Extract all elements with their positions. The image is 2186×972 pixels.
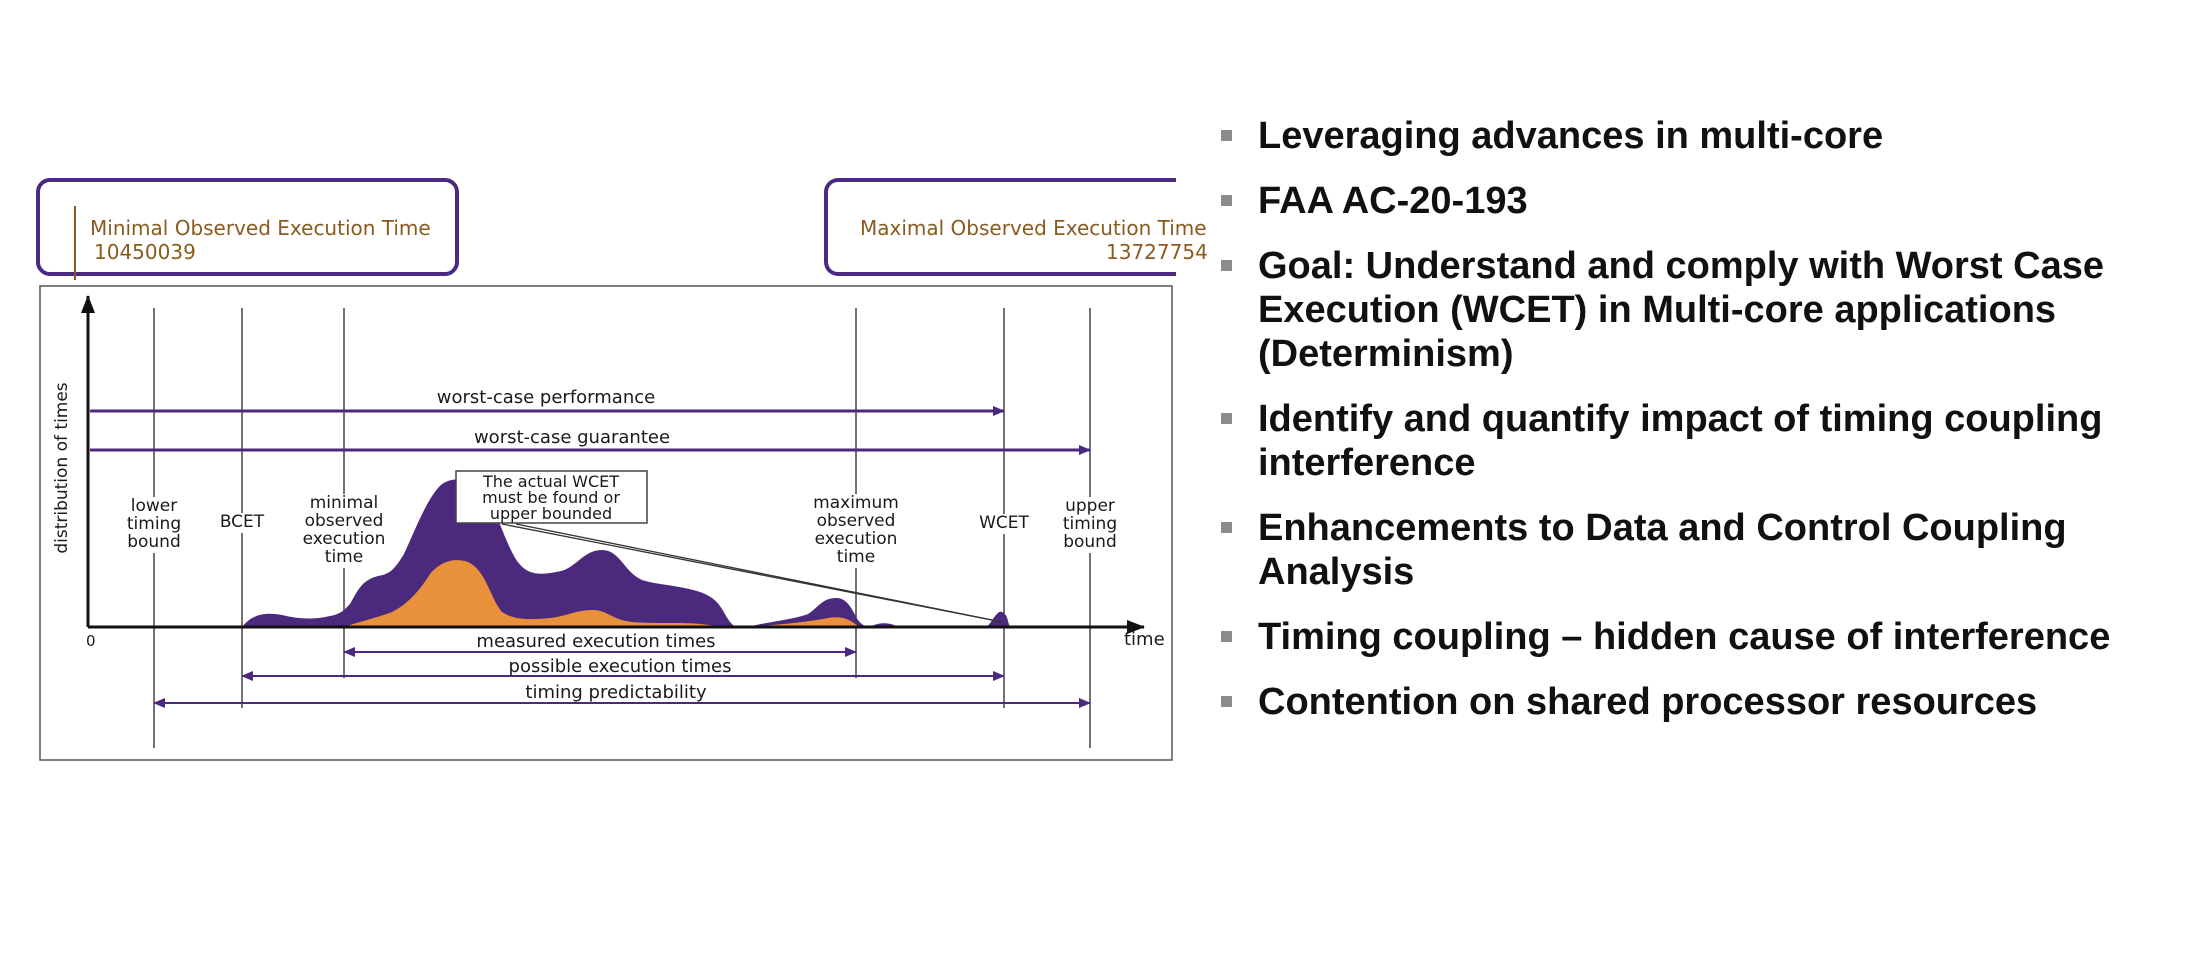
bullet-square-icon [1221,260,1232,271]
bullet-text: Enhancements to Data and Control Couplin… [1258,507,2067,593]
bullet-square-icon [1221,522,1232,533]
max-observed-callout: Maximal Observed Execution Time 13727754 [824,178,1208,276]
marker-label-upper-timing-bound: bound [1063,532,1117,552]
worst-case-guarantee-label: worst-case guarantee [474,427,670,448]
marker-label-upper-timing-bound: timing [1063,514,1117,534]
marker-label-minimal-observed: minimal [310,493,378,513]
marker-label-bcet: BCET [220,512,265,532]
bullet-text: FAA AC-20-193 [1258,180,1528,222]
bullet-text: Identify and quantify impact of timing c… [1258,398,2103,484]
bullet-item: Timing coupling – hidden cause of interf… [1218,615,2168,659]
x-axis-label: time [1124,629,1165,650]
marker-label-lower-timing-bound: timing [127,514,181,534]
marker-label-minimal-observed: time [325,547,363,567]
marker-label-bg [808,494,904,568]
note-line-1: The actual WCET [482,472,619,491]
marker-label-maximum-observed: execution [815,529,898,549]
marker-label-bg [1057,497,1123,553]
max-observed-value: 13727754 [1106,240,1208,264]
bullet-square-icon [1221,631,1232,642]
note-line-2: must be found or [482,488,620,507]
wcet-diagram: 0 time distribution of times worst-case … [36,178,1208,764]
marker-labels: lowertimingboundBCETminimalobservedexecu… [121,493,1123,568]
wcet-diagram-svg: 0 time distribution of times worst-case … [39,285,1173,761]
marker-label-minimal-observed: observed [305,511,384,531]
measured-execution-times-label: measured execution times [476,631,715,652]
diagram-frame [39,285,1173,761]
possible-times-distribution [242,479,736,627]
bullet-text: Leveraging advances in multi-core [1258,115,1884,157]
possible-execution-times-label: possible execution times [509,656,732,677]
measured-times-distribution [344,560,722,627]
note-line-3: upper bounded [490,504,612,523]
min-observed-callout: Minimal Observed Execution Time 10450039 [36,178,459,280]
y-axis-label: distribution of times [52,382,72,553]
marker-label-upper-timing-bound: upper [1065,496,1115,516]
note-pointer-line-2 [515,523,1003,623]
marker-label-bg [296,494,392,568]
origin-label: 0 [86,632,96,650]
marker-label-bg [218,513,266,533]
marker-label-maximum-observed: time [837,547,875,567]
bullet-item: Identify and quantify impact of timing c… [1218,397,2168,485]
bullet-square-icon [1221,696,1232,707]
note-box [455,470,648,524]
marker-label-maximum-observed: observed [817,511,896,531]
bullet-square-icon [1221,195,1232,206]
tail-bump-1-measured [748,617,858,627]
min-observed-label: Minimal Observed Execution Time [90,216,431,240]
bullet-text: Contention on shared processor resources [1258,681,2038,723]
max-observed-label: Maximal Observed Execution Time [860,216,1207,240]
tail-bump-3 [986,611,1010,627]
bullet-text: Goal: Understand and comply with Worst C… [1258,245,2104,375]
marker-label-bg [121,497,187,553]
bullet-item: Leveraging advances in multi-core [1218,114,2168,158]
marker-label-bg [980,514,1028,534]
min-observed-value: 10450039 [94,240,196,264]
marker-label-lower-timing-bound: bound [127,532,181,552]
bullet-item: FAA AC-20-193 [1218,179,2168,223]
marker-label-wcet: WCET [979,513,1029,533]
callout-pointer [74,206,76,280]
bullet-square-icon [1221,413,1232,424]
worst-case-performance-label: worst-case performance [437,387,655,408]
bullet-item: Goal: Understand and comply with Worst C… [1218,244,2168,376]
marker-label-maximum-observed: maximum [813,493,899,513]
timing-predictability-label: timing predictability [525,682,707,703]
bullet-list: Leveraging advances in multi-core FAA AC… [1218,114,2168,745]
bullet-text: Timing coupling – hidden cause of interf… [1258,616,2111,658]
bullet-item: Contention on shared processor resources [1218,680,2168,724]
marker-label-lower-timing-bound: lower [131,496,177,516]
bullet-square-icon [1221,130,1232,141]
marker-label-minimal-observed: execution [303,529,386,549]
bullet-item: Enhancements to Data and Control Couplin… [1218,506,2168,594]
